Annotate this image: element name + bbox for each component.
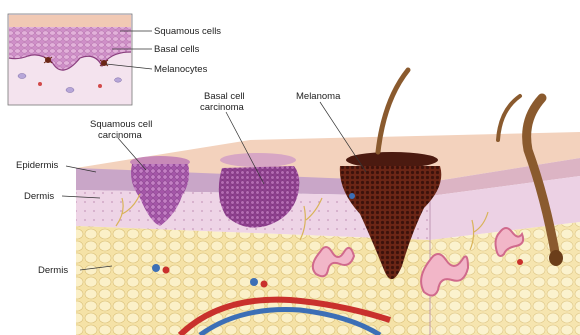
label-dermis-upper: Dermis [24,191,54,202]
label-dermis-lower: Dermis [38,265,68,276]
label-squamous-cells: Squamous cells [154,26,221,37]
label-scc-line1: Squamous cell [90,119,152,130]
inset-squamous-layer [9,15,131,27]
inset-panel [8,14,132,105]
label-melanoma: Melanoma [296,91,341,102]
label-bcc-line2: carcinoma [200,102,245,113]
label-scc-line2: carcinoma [98,130,143,141]
label-epidermis: Epidermis [16,160,58,171]
label-bcc-line1: Basal cell [204,91,245,102]
label-melanocytes: Melanocytes [154,64,208,75]
label-basal-cells: Basal cells [154,44,200,55]
